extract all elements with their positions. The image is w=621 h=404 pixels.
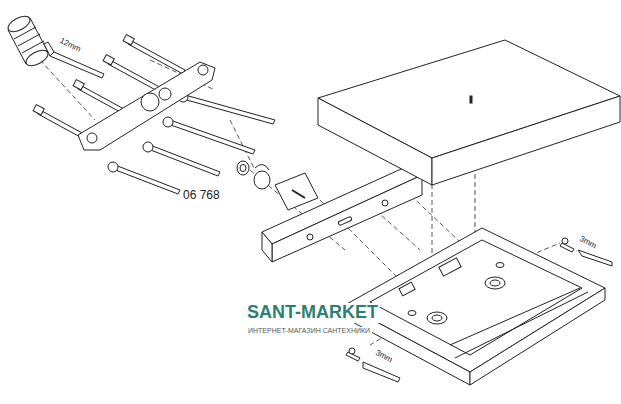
- key-size-label: 3mm: [372, 348, 395, 366]
- key-size-label: 3mm: [576, 234, 599, 252]
- cartridge-parts: [237, 161, 318, 210]
- base-plate: [345, 228, 605, 385]
- screws: [33, 35, 275, 194]
- sleeve: [6, 13, 51, 69]
- watermark-subtitle: ИНТЕРНЕТ-МАГАЗИН САНТЕХНИКИ: [246, 327, 372, 335]
- cover-plate: [318, 40, 620, 185]
- mounting-bracket: [78, 62, 215, 150]
- wall-plate: [262, 165, 422, 262]
- watermark: SANT-MARKET: [245, 303, 380, 323]
- bracket-holes: [87, 65, 208, 143]
- part-number: 06 768: [181, 189, 222, 202]
- grub-screws: [346, 238, 612, 382]
- key-size-label: 12mm: [56, 36, 83, 55]
